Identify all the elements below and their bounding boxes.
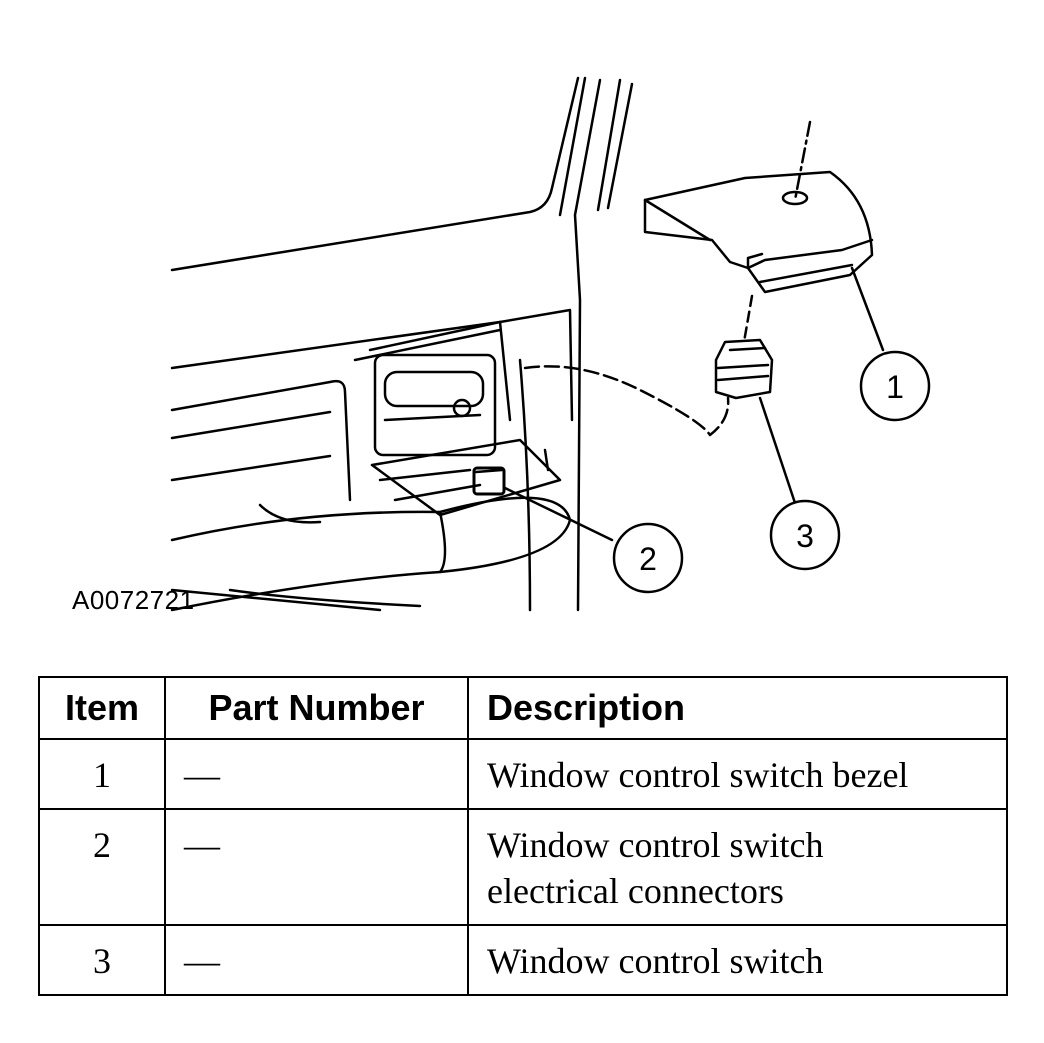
leader-lines [503,266,885,542]
callout-1: 1 [859,350,931,422]
callout-3: 3 [769,499,841,571]
door-trim-panel [170,76,634,612]
wiring-lines [523,294,754,437]
door-panel-illustration: 1 2 3 [170,76,931,612]
cell-part-number: — [164,808,469,926]
cell-item: 2 [38,808,166,926]
cell-description: Window control switch electrical connect… [467,808,1008,926]
cell-item: 3 [38,924,166,996]
callout-2-label: 2 [639,541,657,577]
cell-part-number: — [164,738,469,810]
header-part-number: Part Number [164,676,469,740]
table-row: 2 — Window control switch electrical con… [38,808,1008,926]
cell-part-number: — [164,924,469,996]
cell-description: Window control switch bezel [467,738,1008,810]
figure-id-label: A0072721 [72,585,195,615]
header-item: Item [38,676,166,740]
callout-1-label: 1 [886,369,904,405]
table-row: 1 — Window control switch bezel [38,738,1008,810]
switch-bezel [643,120,874,294]
window-control-switch [714,338,774,400]
cell-description: Window control switch [467,924,1008,996]
cell-item: 1 [38,738,166,810]
table-row: 3 — Window control switch [38,924,1008,996]
callout-3-label: 3 [796,518,814,554]
callout-2: 2 [612,522,684,594]
table-header-row: Item Part Number Description [38,676,1008,740]
parts-table: Item Part Number Description 1 — Window … [38,676,1008,996]
header-description: Description [467,676,1008,740]
